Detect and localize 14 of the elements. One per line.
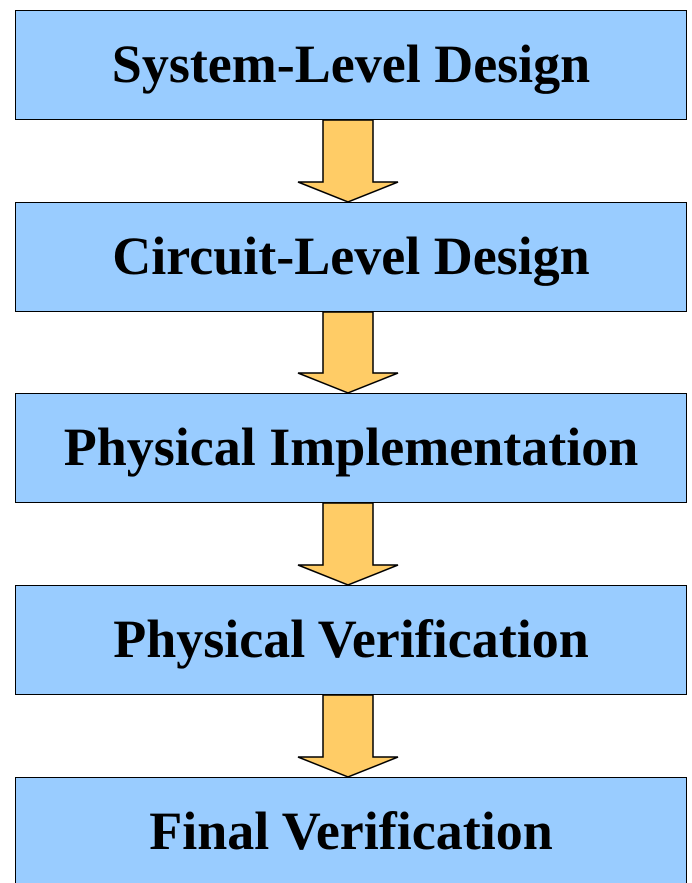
block-arrow [297, 694, 399, 778]
process-box [15, 202, 687, 312]
step-label: System-Level Design [112, 35, 590, 95]
step-label: Physical Implementation [64, 418, 638, 478]
step-label: Circuit-Level Design [112, 227, 590, 287]
step-label: Final Verification [149, 802, 553, 862]
step-label: Physical Verification [113, 610, 589, 670]
process-box [15, 393, 687, 503]
process-box [15, 10, 687, 120]
block-arrow [297, 311, 399, 394]
block-arrow [297, 502, 399, 586]
process-box [15, 777, 687, 883]
block-arrow [297, 119, 399, 203]
process-box [15, 585, 687, 695]
